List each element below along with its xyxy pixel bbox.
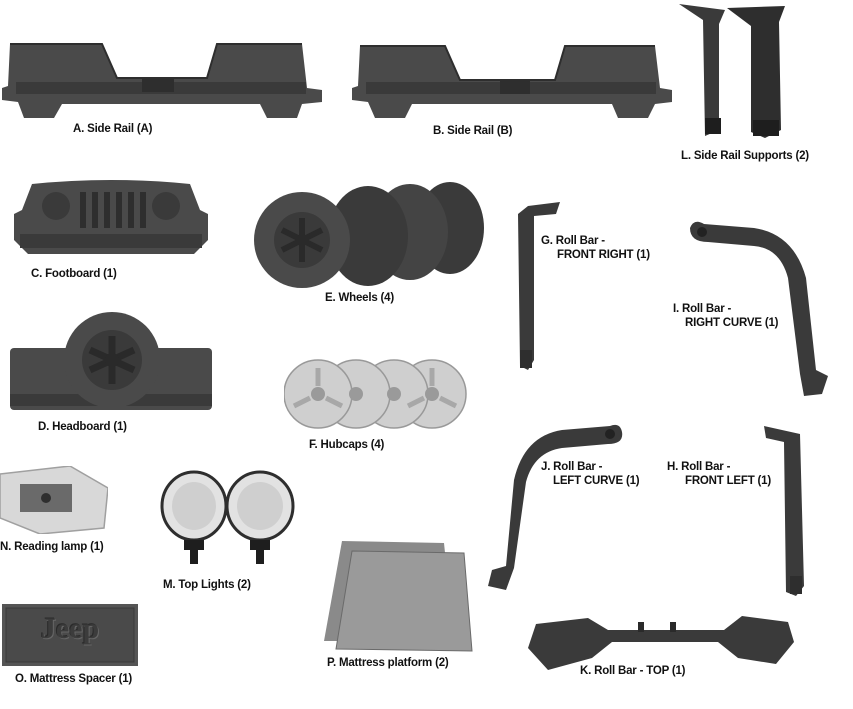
side-rail-b-image bbox=[350, 40, 672, 120]
footboard-image bbox=[14, 180, 208, 262]
roll-bar-front-left-line2: FRONT LEFT (1) bbox=[685, 475, 771, 487]
mattress-spacer-label: O. Mattress Spacer (1) bbox=[15, 673, 133, 685]
side-rail-a-image bbox=[2, 38, 324, 120]
roll-bar-left-curve-line1: J. Roll Bar - bbox=[541, 461, 603, 473]
side-rail-supports-label: L. Side Rail Supports (2) bbox=[681, 150, 809, 162]
headboard-label: D. Headboard (1) bbox=[38, 421, 127, 433]
roll-bar-top-label: K. Roll Bar - TOP (1) bbox=[580, 665, 686, 677]
roll-bar-front-right-line2: FRONT RIGHT (1) bbox=[557, 249, 650, 261]
reading-lamp-label: N. Reading lamp (1) bbox=[0, 541, 104, 553]
reading-lamp-image bbox=[0, 466, 108, 534]
top-lights-label: M. Top Lights (2) bbox=[163, 579, 251, 591]
roll-bar-front-left-line1: H. Roll Bar - bbox=[667, 461, 731, 473]
roll-bar-left-curve-label: J. Roll Bar - LEFT CURVE (1) bbox=[541, 460, 640, 488]
side-rail-a-label: A. Side Rail (A) bbox=[73, 123, 153, 135]
roll-bar-right-curve-label: I. Roll Bar - RIGHT CURVE (1) bbox=[673, 302, 778, 330]
side-rail-supports-image bbox=[675, 0, 795, 140]
mattress-spacer-image: Jeep bbox=[2, 604, 138, 666]
roll-bar-front-right-line1: G. Roll Bar - bbox=[541, 235, 605, 247]
roll-bar-front-left-label: H. Roll Bar - FRONT LEFT (1) bbox=[667, 460, 771, 488]
headboard-image bbox=[8, 310, 214, 414]
roll-bar-right-curve-image bbox=[684, 218, 834, 398]
roll-bar-front-right-image bbox=[514, 200, 564, 372]
hubcaps-image bbox=[284, 358, 468, 430]
roll-bar-top-image bbox=[528, 612, 798, 676]
mattress-platform-label: P. Mattress platform (2) bbox=[327, 657, 449, 669]
hubcaps-label: F. Hubcaps (4) bbox=[309, 439, 385, 451]
roll-bar-right-curve-line1: I. Roll Bar - bbox=[673, 303, 732, 315]
mattress-platform-image bbox=[324, 541, 474, 653]
roll-bar-left-curve-line2: LEFT CURVE (1) bbox=[553, 475, 640, 487]
roll-bar-right-curve-line2: RIGHT CURVE (1) bbox=[685, 317, 779, 329]
top-lights-image bbox=[160, 470, 296, 566]
roll-bar-left-curve-image bbox=[484, 420, 628, 594]
footboard-label: C. Footboard (1) bbox=[31, 268, 117, 280]
roll-bar-front-left-image bbox=[760, 422, 810, 598]
mattress-spacer-logo: Jeep bbox=[40, 612, 100, 645]
wheels-label: E. Wheels (4) bbox=[325, 292, 394, 304]
side-rail-b-label: B. Side Rail (B) bbox=[433, 125, 513, 137]
roll-bar-front-right-label: G. Roll Bar - FRONT RIGHT (1) bbox=[541, 234, 650, 262]
wheels-image bbox=[250, 178, 490, 288]
